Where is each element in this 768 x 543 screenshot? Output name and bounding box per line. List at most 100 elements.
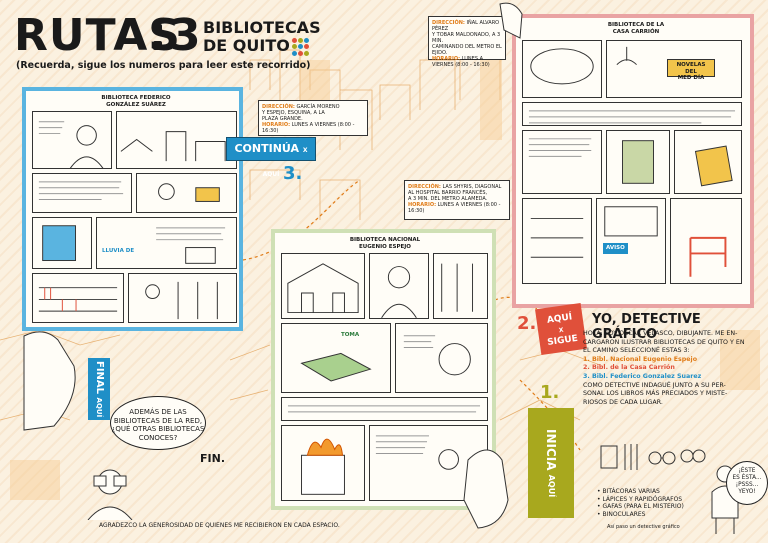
library-list-item: 1. Bibl. Nacional Eugenio Espejo	[583, 355, 698, 363]
bubble-line: BIBLIOTECAS DE LA RED,	[113, 416, 203, 425]
intro-line: HOLA, SOY OSCAR VELASCO, DIBUJANTE. ME E…	[583, 330, 738, 337]
yellow-book-sketch	[694, 145, 733, 187]
intro-line: EL CAMINO SELECCIONÉ ESTAS 3:	[583, 347, 690, 355]
book-title-label: NOVELAS DEL	[676, 62, 706, 75]
library-list-item: 2. Bibl. de la Casa Carrión	[583, 364, 675, 372]
library-panel-casa-carrion: BIBLIOTECA DE LA CASA CARRIÓN NOVELAS DE…	[512, 14, 754, 308]
hand-holding-page-icon	[23, 331, 76, 431]
outro-line: COMO DETECTIVE INDAGUÉ JUNTO A SU PER-	[583, 381, 726, 389]
text-lines-sketch	[528, 138, 592, 157]
book-title-label: MED DÍA	[677, 75, 705, 81]
bubble-line: ¡ÉSTE	[738, 468, 756, 474]
chandelier-sketch	[616, 46, 637, 65]
start-here-sign: INICIA AQUÍ	[528, 408, 574, 518]
panel-title-line-2: GONZÁLEZ SUÁREZ	[106, 102, 166, 108]
comic-cell	[670, 198, 742, 284]
library-panel-gonzalez-suarez: BIBLIOTECA FEDERICO GONZÁLEZ SUÁREZ LLUV…	[22, 87, 243, 331]
comic-cell	[433, 253, 488, 319]
address-box-gonzalez-suarez: DIRECCIÓN: GARCÍA MORENO Y ESPEJO, ESQUI…	[258, 100, 368, 136]
man-with-binoculars-icon	[87, 469, 133, 520]
comic-cell	[522, 198, 592, 284]
tool-item: • BITÁCORAS VARIAS	[597, 488, 660, 495]
panel-title-line-2: CASA CARRIÓN	[612, 29, 660, 35]
reader-portrait-sketch	[38, 121, 104, 169]
comic-cell	[136, 173, 237, 213]
seal-emblem-sketch	[403, 335, 471, 376]
hours-label: HORARIO:	[262, 122, 291, 128]
title-colon-glyph	[150, 20, 166, 54]
archive-shelves-sketch	[441, 263, 474, 312]
question-speech-bubble: ADEMÁS DE LAS BIBLIOTECAS DE LA RED, ¿QU…	[110, 396, 206, 450]
end-label: FIN.	[200, 452, 225, 465]
bubble-line: ADEMÁS DE LAS	[129, 408, 187, 416]
bookshelf-sketch	[530, 217, 584, 258]
title-line-2: DE QUITO	[203, 36, 290, 55]
comic-cell	[369, 253, 429, 319]
comic-cell	[32, 173, 132, 213]
comic-cell	[522, 130, 602, 194]
sign-label: INICIA	[544, 428, 558, 471]
reader-with-book-sketch	[375, 435, 459, 470]
bubble-line: ES ÉSTA...	[732, 475, 762, 481]
text-lines-sketch	[38, 181, 124, 200]
sign-here: AQUÍ	[547, 474, 556, 498]
text-lines-sketch	[528, 110, 736, 124]
bubble-line: ¿QUÉ OTRAS BIBLIOTECAS	[111, 425, 205, 433]
comic-cell	[32, 111, 112, 169]
comic-cell	[522, 40, 602, 98]
comic-cell	[522, 102, 742, 126]
comic-cell	[281, 253, 365, 319]
panel-title: BIBLIOTECA DE LA CASA CARRIÓN	[576, 22, 696, 36]
title-word: RUTAS	[14, 10, 181, 61]
address-line: Y TOBAR MALDONADO, A 3 MIN.	[432, 32, 501, 44]
green-book-sketch	[300, 352, 372, 382]
address-line: LAS SHYRIS, DIAGONAL	[442, 184, 502, 190]
man-with-glasses-sketch	[158, 183, 220, 202]
sign-x: X	[302, 147, 308, 154]
comic-cell	[281, 397, 488, 421]
hand-holding-page-icon	[463, 449, 509, 529]
detective-tools-icon	[600, 444, 706, 470]
color-dots-icon	[292, 38, 310, 56]
comic-cell	[116, 111, 237, 169]
librarian-at-shelves-sketch	[145, 281, 218, 320]
panel-title-line-1: BIBLIOTECA FEDERICO	[101, 95, 171, 101]
comic-cell	[606, 130, 670, 194]
notice-label: AVISO	[603, 243, 628, 254]
panel-title-line-1: BIBLIOTECA NACIONAL	[349, 237, 421, 243]
step-number-1: 1.	[540, 382, 560, 403]
step-number-3: 3.	[283, 163, 303, 184]
panel-title-line-2: EUGENIO ESPEJO	[359, 244, 411, 250]
outro-line: RIOSOS DE CADA LUGAR.	[583, 398, 663, 406]
artist-credit: Así paso un detective gráfico	[607, 524, 680, 530]
blue-book-sketch	[42, 225, 77, 262]
step-number-2: 2.	[517, 313, 537, 334]
reading-room-sketch	[156, 227, 226, 264]
comic-cell	[674, 130, 742, 194]
address-line: AL HOSPITAL BARRIO FRANCÉS,	[408, 190, 488, 196]
comic-cell: LLUVIA DE	[96, 217, 237, 269]
library-list-item: 3. Bibl. Federico Gonzalez Suarez	[583, 372, 702, 380]
hand-holding-page-icon	[499, 2, 523, 39]
hours-value: LUNES A VIERNES	[291, 122, 337, 128]
tool-item: • LÁPICES Y RAPIDÓGRAFOS	[597, 495, 683, 503]
novel-book-cover: NOVELAS DEL MED DÍA	[667, 59, 715, 81]
sign-label: FINAL	[94, 360, 105, 394]
comic-cell: AVISO	[596, 198, 666, 284]
bubble-line: CONOCES?	[138, 433, 178, 442]
follow-here-sign: AQUÍ X SIGUE	[535, 303, 587, 355]
tool-item: • GAFAS (PARA EL MISTERIO)	[597, 503, 684, 511]
sign-label: CONTINÚA	[234, 142, 300, 155]
address-line: GARCÍA MORENO	[296, 104, 340, 110]
panel-title-line-1: BIBLIOTECA DE LA	[607, 22, 665, 28]
panel-title: BIBLIOTECA NACIONAL EUGENIO ESPEJO	[315, 237, 455, 251]
address-label: DIRECCIÓN:	[262, 104, 295, 110]
colonial-building-sketch	[287, 263, 359, 314]
bookshelf-sketch	[38, 287, 118, 312]
comic-cell	[395, 323, 488, 393]
burning-book-icon	[301, 438, 345, 495]
detective-intro: HOLA, SOY OSCAR VELASCO, DIBUJANTE. ME E…	[583, 330, 761, 407]
tool-item: • BINOCULARES	[597, 510, 646, 518]
address-line: IÑAL ALVARO PÉREZ	[432, 20, 500, 32]
